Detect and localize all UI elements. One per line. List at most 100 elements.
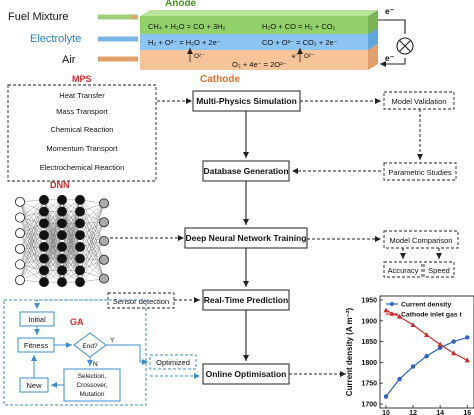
chart-x-tick-label: 14 bbox=[436, 410, 444, 415]
dnn-neuron bbox=[14, 259, 25, 270]
dnn-neuron bbox=[14, 243, 25, 254]
circuit-wire-bottom bbox=[380, 58, 406, 67]
dnn-neuron bbox=[39, 265, 50, 276]
dnn-neuron bbox=[39, 230, 50, 241]
dnn-neuron bbox=[57, 206, 68, 217]
dnn-edge bbox=[43, 199, 63, 236]
dnn-edge bbox=[79, 240, 105, 283]
chart-point bbox=[464, 357, 470, 363]
dnn-neuron bbox=[14, 196, 25, 207]
dnn-neuron bbox=[57, 253, 68, 264]
chart-x-tick-label: 16 bbox=[463, 410, 471, 415]
dnn-network: DNN bbox=[14, 180, 110, 288]
anode-top bbox=[140, 10, 378, 16]
fuel-mixture-label: Fuel Mixture bbox=[8, 11, 69, 23]
sensor-to-ga-arrow bbox=[34, 299, 108, 309]
cathode-label: Cathode bbox=[200, 74, 240, 85]
dnn-edge bbox=[61, 246, 81, 283]
dnn-neuron bbox=[39, 218, 50, 229]
optimisation-label: Online Optimisation bbox=[206, 369, 287, 379]
sensor-detection-label: Sensor detection bbox=[113, 297, 169, 306]
prediction-label: Real-Time Prediction bbox=[204, 295, 288, 305]
dnn-neuron bbox=[57, 218, 68, 229]
dnn-neuron bbox=[99, 198, 110, 209]
results-chart: Current density (A m⁻²) 1700175018001850… bbox=[345, 295, 474, 415]
mps-item: Heat Transfer bbox=[59, 91, 105, 100]
ga-yes-label: Y bbox=[110, 337, 115, 344]
model-validation-label: Model Validation bbox=[392, 97, 447, 106]
parametric-studies-box bbox=[383, 162, 457, 181]
dnn-edge bbox=[79, 199, 105, 223]
dnn-neuron bbox=[99, 217, 110, 228]
dnn-edge bbox=[79, 259, 105, 283]
ga-initial-label: Initial bbox=[28, 315, 46, 324]
chart-y-tick-label: 1800 bbox=[361, 360, 377, 367]
dnn-neuron bbox=[39, 277, 50, 288]
chart-point bbox=[410, 364, 416, 369]
mps-item: Momentum Transport bbox=[46, 144, 118, 153]
dnn-edge bbox=[79, 222, 105, 247]
dnn-edge bbox=[19, 248, 45, 271]
accuracy-box bbox=[383, 261, 423, 278]
dnn-neuron bbox=[57, 241, 68, 252]
optimized-box bbox=[149, 354, 197, 370]
speed-box bbox=[423, 261, 455, 278]
dnn-edge bbox=[19, 201, 45, 236]
dnn-edge bbox=[79, 223, 105, 260]
speed-label: Speed bbox=[428, 266, 450, 275]
dnn-edge bbox=[43, 246, 63, 283]
model-validation-box bbox=[383, 91, 455, 110]
anode-reaction-2: H₂O + CO = H₂ + CO₂ bbox=[262, 22, 336, 31]
chart-point bbox=[424, 332, 430, 337]
chart-point bbox=[383, 307, 389, 313]
dnn-edge bbox=[19, 235, 45, 265]
dnn-edge bbox=[79, 246, 105, 279]
dnn-edge bbox=[19, 199, 45, 249]
mps-box bbox=[7, 84, 157, 182]
dnn-title: DNN bbox=[50, 180, 70, 190]
dnn-edge bbox=[19, 223, 45, 249]
dnn-neuron bbox=[99, 235, 110, 246]
ga-title: GA bbox=[70, 317, 84, 327]
ga-operator: Selection, bbox=[78, 373, 107, 380]
mps-item: Chemical Reaction bbox=[51, 125, 114, 134]
chart-point bbox=[424, 353, 429, 359]
mps-item: Mass Transport bbox=[56, 107, 109, 116]
chart-point bbox=[397, 376, 402, 382]
mps-title: MPS bbox=[72, 74, 92, 84]
cathode-layer bbox=[140, 50, 368, 70]
anode-electron-label: e⁻ bbox=[292, 53, 300, 60]
oxygen-ion-b: O²⁻ bbox=[304, 53, 315, 60]
chart-point bbox=[437, 341, 443, 347]
chart-y-tick-label: 1900 bbox=[361, 318, 377, 325]
dnn-neuron bbox=[39, 253, 50, 264]
chart-y-tick-label: 1850 bbox=[361, 339, 377, 346]
ga-new-label: New bbox=[26, 381, 42, 390]
chart-point bbox=[437, 345, 443, 351]
dnn-neuron bbox=[75, 206, 86, 217]
dnn-neuron bbox=[39, 241, 50, 252]
dnn-edge bbox=[79, 203, 105, 236]
accuracy-label: Accuracy bbox=[388, 266, 419, 275]
dnn-edge bbox=[79, 211, 105, 260]
fuel-cell-diagram: Fuel Mixture Electrolyte Air Anode Catho… bbox=[8, 0, 414, 85]
ga-no-label: N bbox=[93, 361, 98, 368]
dnn-edge bbox=[19, 258, 45, 281]
model-comparison-label: Model Comparison bbox=[390, 236, 453, 245]
electron-top-label: e⁻ bbox=[385, 6, 395, 16]
dnn-neuron bbox=[75, 218, 86, 229]
dnn-neuron bbox=[39, 206, 50, 217]
dnn-neuron bbox=[75, 253, 86, 264]
dnn-neuron bbox=[75, 265, 86, 276]
dnn-neuron bbox=[75, 194, 86, 205]
dnn-edge bbox=[19, 211, 45, 234]
chart-legend-label: Cathode inlet gas t bbox=[401, 312, 463, 319]
chart-point bbox=[451, 350, 457, 356]
air-label: Air bbox=[62, 54, 76, 66]
dnn-edge bbox=[79, 258, 105, 279]
dnn-neuron bbox=[57, 194, 68, 205]
mps-item: Electrochemical Reaction bbox=[40, 163, 125, 172]
dnn-edge bbox=[19, 199, 45, 234]
dnn-neuron bbox=[75, 277, 86, 288]
